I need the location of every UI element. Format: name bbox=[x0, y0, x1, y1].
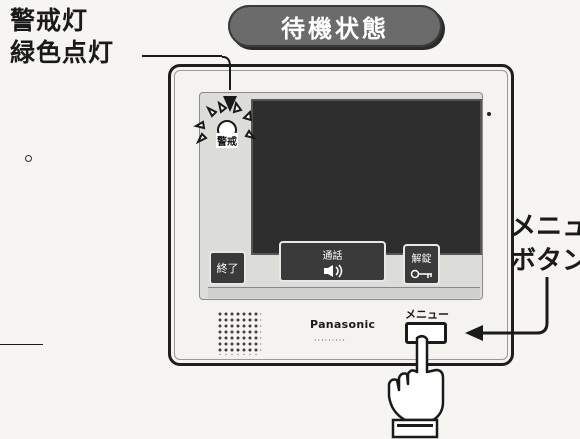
menu-callout-arrow bbox=[465, 277, 549, 341]
text-bullet-dot bbox=[25, 155, 32, 162]
callout-leader-line bbox=[142, 55, 222, 57]
alert-led-label: 警戒 bbox=[216, 133, 238, 148]
sensor-dot bbox=[487, 112, 491, 116]
speaker-grille bbox=[217, 311, 261, 355]
menu-button-label: メニュー bbox=[405, 308, 449, 321]
end-button[interactable]: 終了 bbox=[209, 251, 246, 285]
pressing-hand-icon bbox=[387, 335, 445, 439]
unlock-button[interactable]: 解錠 bbox=[403, 244, 440, 285]
status-indicator-strip bbox=[208, 287, 480, 298]
microphone-dots: ········· bbox=[314, 336, 346, 345]
alert-light-status: 緑色点灯 bbox=[10, 38, 115, 67]
speaker-sound-icon bbox=[323, 264, 342, 278]
alert-light-title: 警戒灯 bbox=[10, 6, 89, 35]
alert-led-graphic bbox=[193, 56, 257, 145]
menu-callout-line1: メニュ bbox=[510, 212, 580, 242]
monitor-screen bbox=[251, 99, 482, 255]
end-button-label: 終了 bbox=[216, 262, 239, 275]
unlock-button-label: 解錠 bbox=[411, 254, 432, 265]
key-icon bbox=[410, 269, 432, 279]
page-rule bbox=[0, 344, 43, 345]
state-badge: 待機状態 bbox=[228, 5, 442, 47]
led-rays-icon bbox=[193, 100, 257, 145]
menu-callout-line2: ボタン bbox=[510, 246, 580, 276]
leader-arrowhead bbox=[223, 96, 237, 112]
brand-logo: Panasonic bbox=[310, 318, 376, 331]
leader-line bbox=[222, 56, 231, 90]
talk-button-label: 通話 bbox=[322, 251, 343, 262]
talk-button[interactable]: 通話 bbox=[279, 241, 386, 282]
arrowhead-left-icon bbox=[465, 325, 483, 341]
